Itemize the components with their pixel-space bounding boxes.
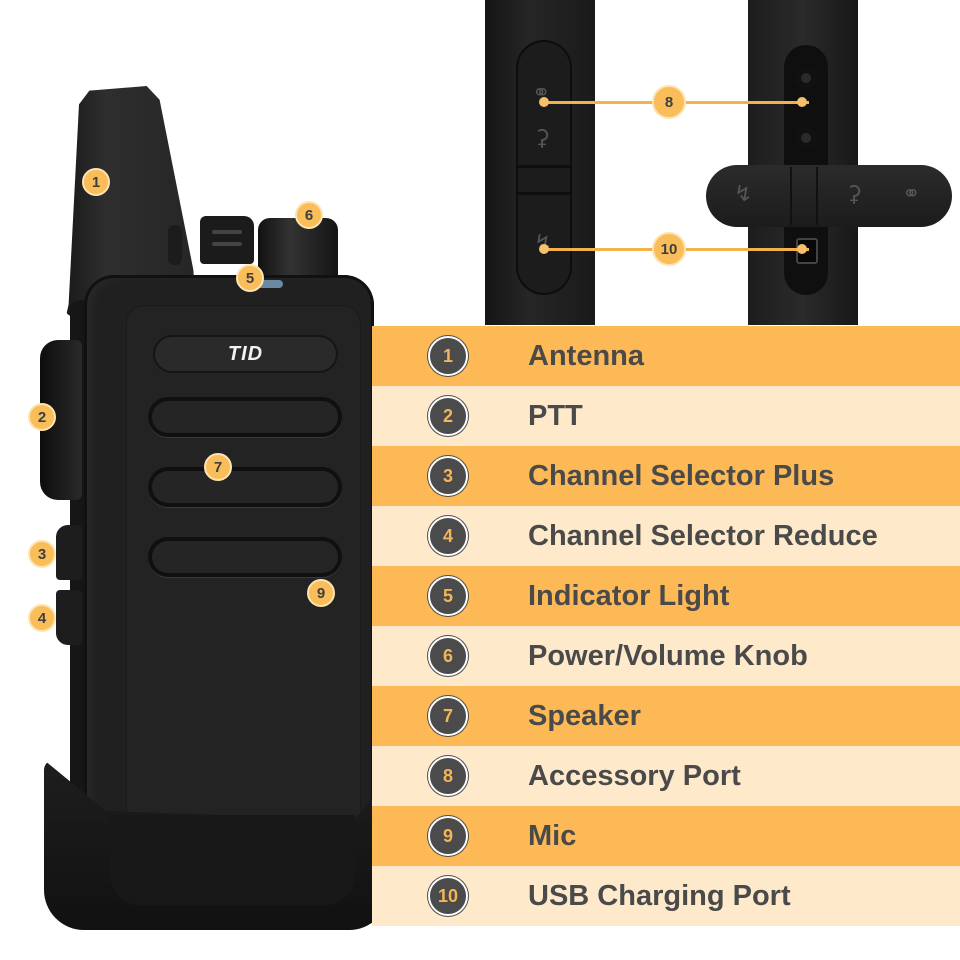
number-badge: 4 (428, 516, 468, 556)
callout-7: 7 (204, 453, 232, 481)
channel-minus-button (56, 590, 82, 645)
callout-1: 1 (82, 168, 110, 196)
number-badge: 8 (428, 756, 468, 796)
callout-2: 2 (28, 403, 56, 431)
number-badge: 6 (428, 636, 468, 676)
legend-label: Channel Selector Reduce (528, 519, 878, 552)
leader-dot (797, 97, 807, 107)
legend-table: 1 Antenna 2 PTT 3 Channel Selector Plus … (372, 326, 960, 926)
legend-row: 1 Antenna (372, 326, 960, 386)
callout-8: 8 (652, 85, 686, 119)
legend-row: 8 Accessory Port (372, 746, 960, 806)
callout-9: 9 (307, 579, 335, 607)
number-badge: 7 (428, 696, 468, 736)
indicator-light (255, 280, 283, 288)
legend-label: Channel Selector Plus (528, 459, 835, 492)
legend-row: 3 Channel Selector Plus (372, 446, 960, 506)
legend-row: 7 Speaker (372, 686, 960, 746)
number-badge: 3 (428, 456, 468, 496)
top-button (200, 216, 254, 264)
leader-dot (539, 244, 549, 254)
legend-row: 9 Mic (372, 806, 960, 866)
mic-icon: ⚳ (846, 181, 863, 206)
headphone-icon: ⚭ (902, 181, 921, 206)
usb-icon: ↯ (734, 181, 753, 206)
holster-inner (110, 815, 355, 905)
speaker-slot (148, 397, 342, 437)
legend-label: Antenna (528, 339, 644, 372)
legend-row: 5 Indicator Light (372, 566, 960, 626)
leader-dot (539, 97, 549, 107)
number-badge: 5 (428, 576, 468, 616)
legend-label: Speaker (528, 699, 641, 732)
legend-label: Indicator Light (528, 579, 730, 612)
legend-row: 4 Channel Selector Reduce (372, 506, 960, 566)
port-cover-tether: ↯ ⚳ ⚭ (706, 165, 952, 227)
callout-5: 5 (236, 264, 264, 292)
leader-dot (797, 244, 807, 254)
legend-label: Power/Volume Knob (528, 639, 808, 672)
number-badge: 2 (428, 396, 468, 436)
logo-plate: TID (153, 335, 338, 373)
mic-icon: ⚳ (534, 125, 551, 150)
port-cover-closed: ⚭ ⚳ ↯ (516, 40, 572, 295)
speaker-slot (148, 537, 342, 577)
legend-label: Accessory Port (528, 759, 741, 792)
number-badge: 10 (428, 876, 468, 916)
callout-6: 6 (295, 201, 323, 229)
power-volume-knob (258, 218, 338, 278)
antenna-clip (168, 225, 182, 265)
mic-jack (796, 128, 816, 148)
legend-row: 2 PTT (372, 386, 960, 446)
legend-row: 10 USB Charging Port (372, 866, 960, 926)
speaker-slot (148, 467, 342, 507)
number-badge: 1 (428, 336, 468, 376)
callout-10: 10 (652, 232, 686, 266)
legend-label: Mic (528, 819, 577, 852)
legend-row: 6 Power/Volume Knob (372, 626, 960, 686)
legend-label: USB Charging Port (528, 879, 791, 912)
callout-4: 4 (28, 604, 56, 632)
headphone-jack (796, 68, 816, 88)
legend-label: PTT (528, 399, 583, 432)
number-badge: 9 (428, 816, 468, 856)
channel-plus-button (56, 525, 82, 580)
callout-3: 3 (28, 540, 56, 568)
brand-logo: TID (227, 342, 264, 365)
